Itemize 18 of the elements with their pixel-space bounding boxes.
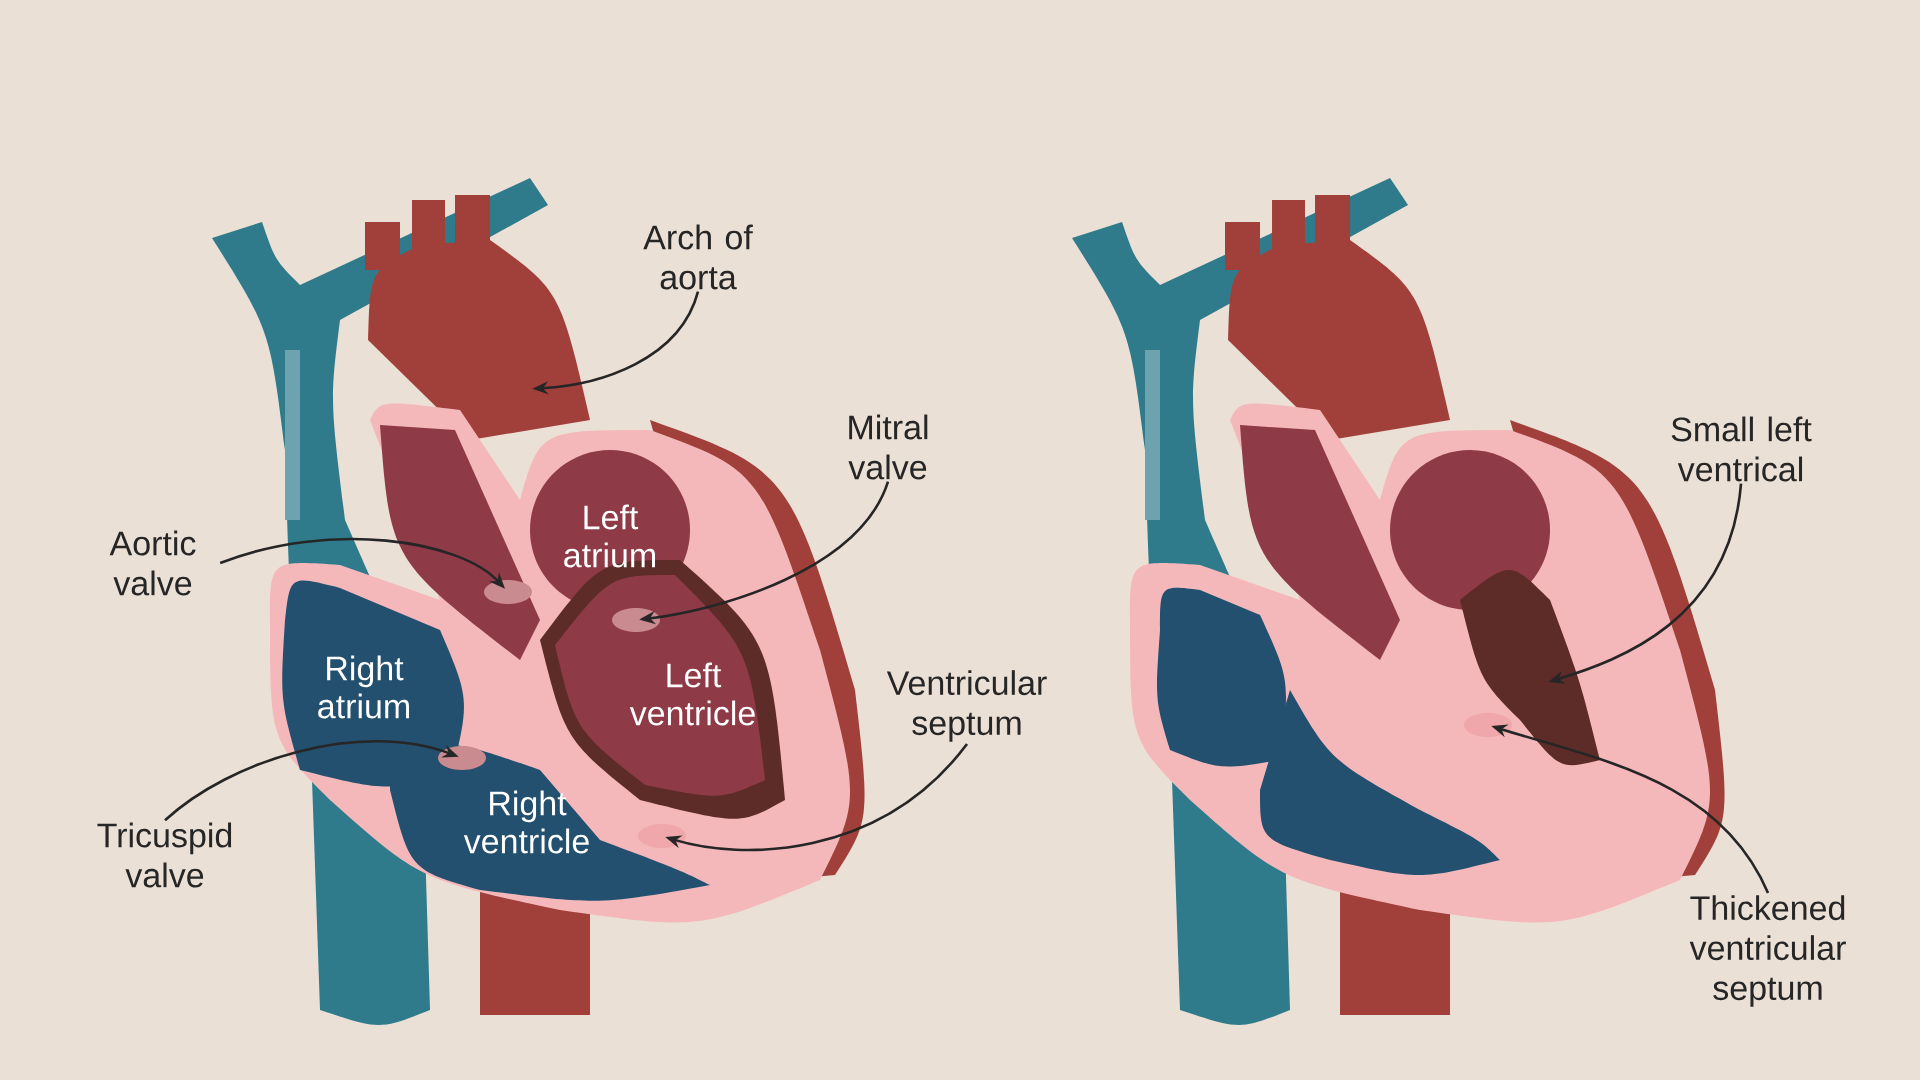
chamber-label: Right atrium bbox=[318, 655, 409, 719]
callout-text: Mitral valve bbox=[848, 414, 928, 480]
septum-wall bbox=[1464, 713, 1512, 737]
callout-text: Aortic valve bbox=[109, 530, 196, 596]
callout-text: Ventricular septum bbox=[886, 670, 1047, 742]
chamber-label: Left ventricle bbox=[629, 662, 755, 726]
valve-flap bbox=[612, 608, 660, 632]
valve-flap bbox=[484, 580, 532, 604]
callout-text: Arch of aorta bbox=[643, 224, 753, 290]
chamber-label: Left atrium bbox=[564, 504, 655, 568]
valve-flap bbox=[438, 746, 486, 770]
callout-text: Small left ventrical bbox=[1671, 416, 1812, 482]
aorta bbox=[368, 240, 590, 440]
callout-text: Tricuspid valve bbox=[97, 822, 232, 888]
left-ventricle bbox=[1460, 570, 1600, 766]
chamber-label: Right ventricle bbox=[463, 790, 589, 854]
septum-wall bbox=[638, 824, 686, 848]
callout-text: Thickened ventricular septum bbox=[1689, 895, 1846, 1007]
